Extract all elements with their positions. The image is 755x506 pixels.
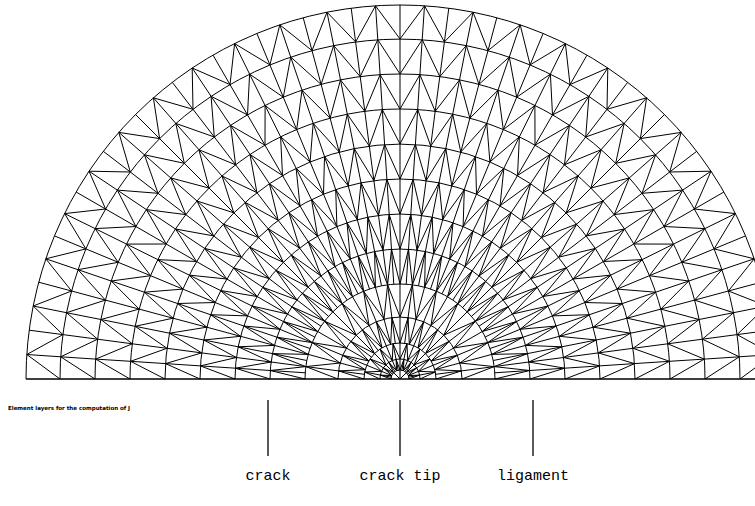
- leader-line: [399, 400, 400, 456]
- leader-line: [532, 400, 533, 456]
- part-label: crack: [245, 468, 290, 485]
- note-text: Element layers for the computation of J: [8, 405, 130, 411]
- part-label: ligament: [497, 468, 569, 485]
- leader-line: [267, 400, 268, 456]
- mesh-lines: [26, 5, 755, 379]
- part-label: crack tip: [359, 468, 440, 485]
